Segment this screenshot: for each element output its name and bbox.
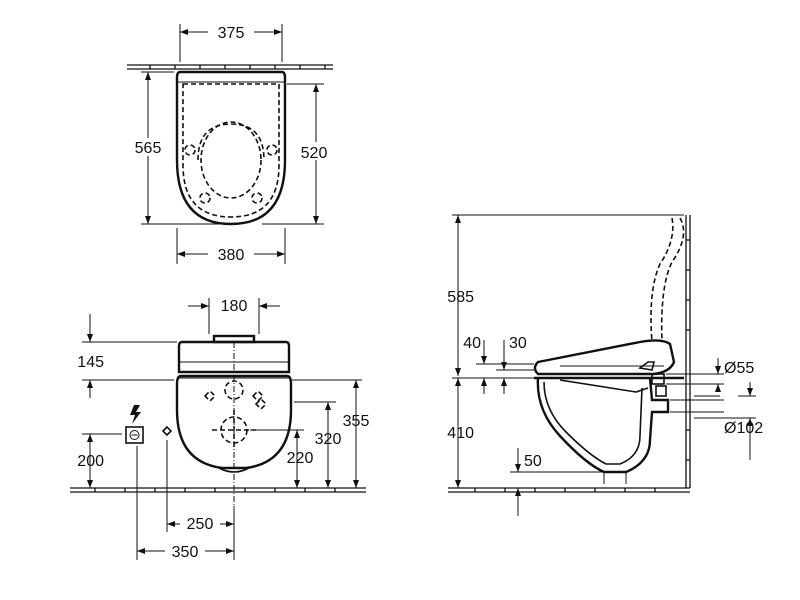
dim-diameter-102: Ø102 — [670, 382, 763, 460]
dim-label-diameter-102: Ø102 — [724, 420, 763, 437]
dim-220: 220 — [250, 429, 314, 488]
dim-180: 180 — [188, 298, 280, 334]
side-view-seat — [533, 339, 676, 376]
dim-520: 520 — [262, 83, 334, 225]
dim-350: 350 — [136, 446, 234, 561]
top-view-seat-dashed — [182, 83, 280, 218]
dim-200: 200 — [77, 433, 122, 488]
dim-label-diameter-55: Ø55 — [724, 360, 754, 377]
side-view-floor-hatch — [448, 487, 690, 493]
dim-355: 355 — [292, 379, 370, 488]
side-view-open-lid — [650, 217, 685, 343]
dim-label-375: 375 — [218, 25, 245, 42]
dim-380: 380 — [176, 228, 286, 264]
power-socket-icon — [125, 426, 144, 444]
dim-label-585: 585 — [447, 289, 474, 306]
dim-label-40: 40 — [463, 335, 481, 352]
lightning-bolt-icon — [130, 405, 141, 424]
dim-label-355: 355 — [343, 413, 370, 430]
dim-40: 40 — [463, 335, 534, 394]
front-view-seat — [177, 340, 291, 374]
dim-30: 30 — [496, 335, 534, 394]
dim-label-50: 50 — [524, 453, 542, 470]
top-view-wall-hatch — [127, 64, 333, 70]
dim-585: 585 — [447, 214, 684, 376]
top-view: 375 380 565 — [127, 22, 334, 264]
dim-145: 145 — [77, 314, 177, 398]
dim-410: 410 — [447, 377, 534, 488]
dim-label-180: 180 — [221, 298, 248, 315]
side-view-wall-hatch — [685, 215, 691, 488]
dim-label-565: 565 — [135, 140, 162, 157]
dim-label-410: 410 — [447, 425, 474, 442]
side-view: 585 40 30 410 — [447, 214, 763, 516]
dim-320: 320 — [294, 401, 342, 488]
front-view-floor-hatch — [70, 487, 366, 493]
dim-375: 375 — [179, 22, 283, 62]
dim-diameter-55: Ø55 — [666, 358, 754, 392]
dim-label-200: 200 — [77, 453, 104, 470]
dim-565: 565 — [130, 71, 230, 225]
dim-label-145: 145 — [77, 354, 104, 371]
dim-label-250: 250 — [187, 516, 214, 533]
dim-label-350: 350 — [172, 544, 199, 561]
dim-250: 250 — [166, 440, 235, 560]
dim-label-320: 320 — [315, 431, 342, 448]
front-view-bowl — [175, 374, 293, 470]
front-view: 180 145 200 220 — [70, 298, 369, 561]
dim-label-380: 380 — [218, 247, 245, 264]
top-view-bowl-outline — [175, 70, 287, 226]
dim-label-220: 220 — [287, 450, 314, 467]
dim-label-30: 30 — [509, 335, 527, 352]
dim-50: 50 — [510, 448, 604, 516]
water-connection-mark — [161, 425, 173, 437]
dim-label-520: 520 — [301, 145, 328, 162]
side-view-bowl — [536, 377, 670, 474]
